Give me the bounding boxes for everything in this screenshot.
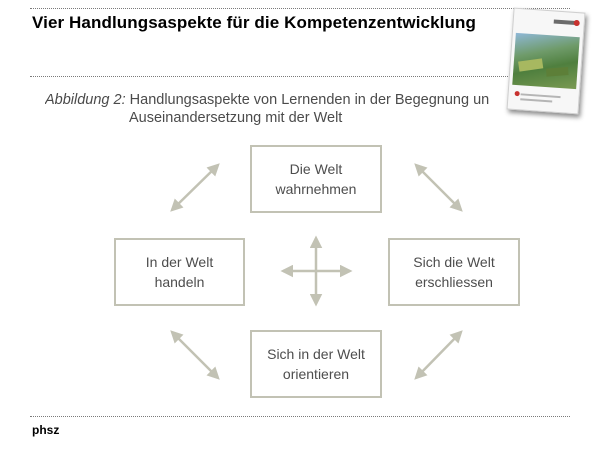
figure-label: Abbildung 2: (45, 92, 126, 108)
box-label-line: orientieren (282, 366, 350, 382)
caption-line-2: Auseinandersetzung mit der Welt (129, 110, 343, 126)
caption-line-1: Handlungsaspekte von Lernenden in der Be… (129, 92, 490, 108)
box-welt-erschliessen: Sich die Welt erschliessen (388, 238, 520, 306)
box-label-line: wahrnehmen (275, 181, 357, 197)
box-label-line: Sich die Welt (413, 254, 495, 270)
top-divider (30, 8, 570, 9)
box-label-line: erschliessen (415, 274, 493, 290)
footer-divider (30, 416, 570, 417)
footer-brand: phsz (32, 423, 60, 437)
box-in-der-welt-orientieren: Sich in der Welt orientieren (250, 330, 382, 398)
box-label-line: Sich in der Welt (267, 346, 365, 362)
double-arrow-bottom-right (414, 330, 463, 380)
figure-caption: Abbildung 2: Handlungsaspekte von Lernen… (45, 91, 507, 131)
double-arrow-bottom-left (170, 330, 220, 380)
box-label-line: handeln (154, 274, 205, 290)
box-welt-wahrnehmen: Die Welt wahrnehmen (250, 145, 382, 213)
double-arrow-top-left (170, 163, 220, 212)
box-in-der-welt-handeln: In der Welt handeln (114, 238, 245, 306)
box-label-line: Die Welt (289, 161, 343, 177)
double-arrow-top-right (414, 163, 463, 212)
slide-title: Vier Handlungsaspekte für die Kompetenze… (32, 13, 476, 32)
title-divider (30, 76, 510, 77)
box-label-line: In der Welt (145, 254, 214, 270)
